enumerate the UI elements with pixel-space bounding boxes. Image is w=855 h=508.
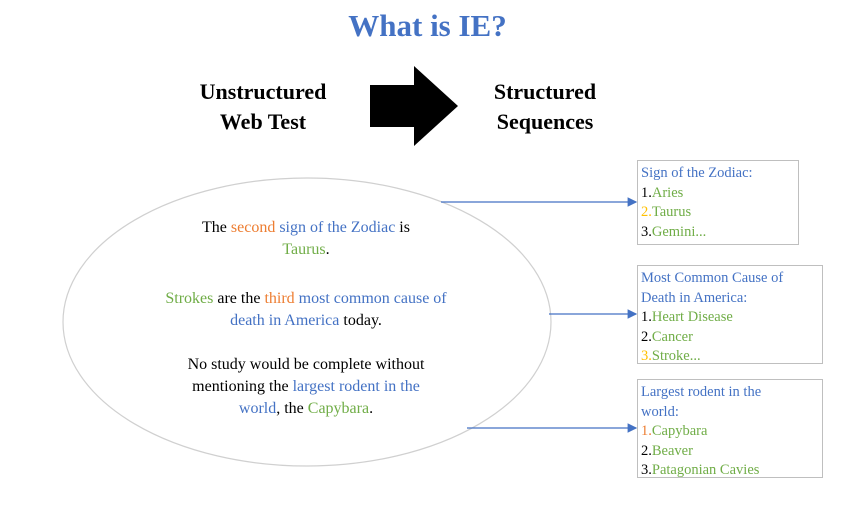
sentence-line: death in America today. <box>230 312 382 329</box>
sentence-line: No study would be complete without <box>187 356 425 373</box>
item-value: Cancer <box>651 328 693 345</box>
sentence-zodiac: The second sign of the Zodiac is Taurus. <box>121 217 491 261</box>
item-number: 1. <box>641 423 652 439</box>
item-value: Taurus <box>651 204 692 220</box>
unstructured-heading: Unstructured Web Test <box>199 79 327 134</box>
entity-type-span: death in America <box>230 312 340 329</box>
page-title: What is IE? <box>348 8 507 43</box>
sentence-line: Strokes are the third most common cause … <box>165 290 447 307</box>
box-heading: world: <box>641 403 679 420</box>
list-item: 2.Taurus <box>641 203 795 223</box>
value-span: Strokes <box>165 290 214 307</box>
list-item: 1.Aries <box>641 184 795 204</box>
sentence-line: Taurus. <box>282 241 330 258</box>
sentence-line: mentioning the largest rodent in the <box>192 378 420 395</box>
item-number: 1. <box>641 309 652 325</box>
sentence-stroke: Strokes are the third most common cause … <box>121 288 491 332</box>
structured-box-zodiac: Sign of the Zodiac: 1.Aries 2.Taurus 3.G… <box>637 160 799 245</box>
item-number: 3. <box>641 348 652 364</box>
item-number: 2. <box>641 328 652 345</box>
list-item: 3.Patagonian Cavies <box>641 461 819 481</box>
entity-type-span: largest rodent in the <box>292 378 420 395</box>
entity-type-span: sign of the Zodiac <box>279 219 396 236</box>
structured-box-causes: Most Common Cause of Death in America: 1… <box>637 265 823 364</box>
item-value: Patagonian Cavies <box>651 462 760 478</box>
item-number: 3. <box>641 223 652 240</box>
item-number: 2. <box>641 442 652 459</box>
box-heading: Sign of the Zodiac: <box>641 165 753 181</box>
value-span: Capybara <box>307 400 370 417</box>
ordinal-span: third <box>264 290 295 307</box>
value-span: Taurus <box>282 241 326 258</box>
sentence-line: world, the Capybara. <box>238 400 374 417</box>
item-value: Capybara <box>651 423 708 439</box>
item-value: Beaver <box>651 442 693 459</box>
list-item: 1.Heart Disease <box>641 308 819 328</box>
list-item: 3.Stroke... <box>641 347 819 367</box>
item-number: 3. <box>641 462 652 478</box>
list-item: 3.Gemini... <box>641 223 795 243</box>
entity-type-span: most common cause of <box>298 290 447 307</box>
box-heading: Death in America: <box>641 289 748 306</box>
box-heading: Largest rodent in the <box>641 384 762 400</box>
item-value: Heart Disease <box>651 309 733 325</box>
item-value: Gemini... <box>651 223 707 240</box>
ordinal-span: second <box>230 219 276 236</box>
item-value: Stroke... <box>651 348 701 364</box>
list-item: 1.Capybara <box>641 422 819 442</box>
item-number: 1. <box>641 184 652 201</box>
item-value: Aries <box>651 184 684 201</box>
list-item: 2.Cancer <box>641 328 819 348</box>
text-ellipse <box>62 177 552 467</box>
item-number: 2. <box>641 204 652 220</box>
structured-heading: Structured Sequences <box>493 79 597 134</box>
sentence-capybara: No study would be complete without menti… <box>121 354 491 420</box>
right-arrow-icon <box>370 66 458 146</box>
box-heading: Most Common Cause of <box>641 270 784 286</box>
entity-type-span: world <box>238 400 277 417</box>
structured-box-rodents: Largest rodent in the world: 1.Capybara … <box>637 379 823 478</box>
sentence-line: The second sign of the Zodiac is <box>202 219 410 236</box>
list-item: 2.Beaver <box>641 442 819 462</box>
